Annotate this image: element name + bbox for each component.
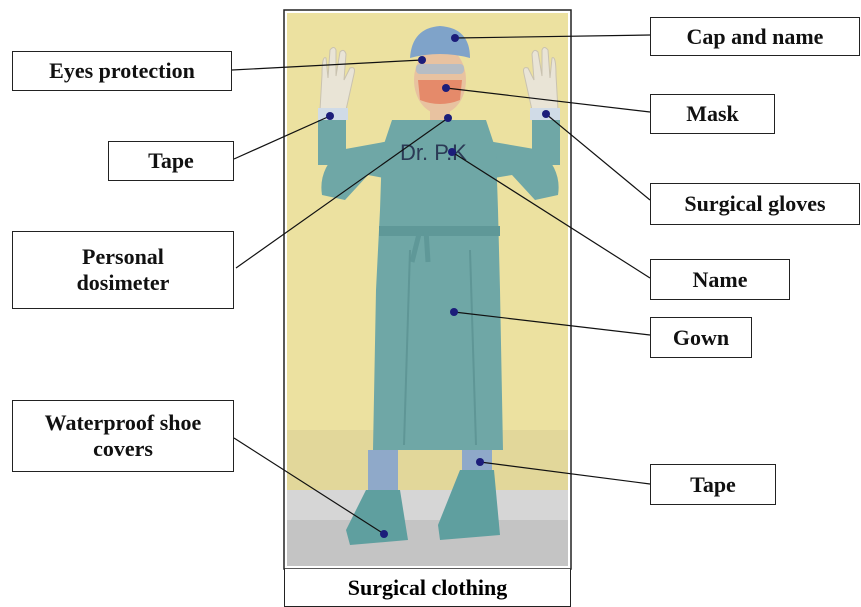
gown	[373, 120, 503, 450]
label-eyes-protection-text: Eyes protection	[49, 58, 195, 84]
label-gown: Gown	[650, 317, 752, 358]
marker-gown	[450, 308, 458, 316]
gown-belt	[379, 226, 500, 236]
label-tape-left-text: Tape	[148, 148, 194, 174]
gown-writing: Dr. P.K	[400, 140, 467, 165]
marker-cap-and-name	[451, 34, 459, 42]
marker-personal-dosimeter	[444, 114, 452, 122]
label-waterproof-shoe-covers: Waterproof shoe covers	[12, 400, 234, 472]
label-personal-dosimeter-text-1: Personal	[82, 244, 164, 270]
label-mask: Mask	[650, 94, 775, 134]
marker-mask	[442, 84, 450, 92]
label-name-text: Name	[693, 267, 748, 293]
label-cap-and-name-text: Cap and name	[687, 24, 824, 50]
mask	[418, 80, 462, 104]
marker-waterproof-shoe-covers	[380, 530, 388, 538]
label-personal-dosimeter: Personal dosimeter	[12, 231, 234, 309]
label-eyes-protection: Eyes protection	[12, 51, 232, 91]
figure-caption-text: Surgical clothing	[348, 575, 508, 601]
label-tape-right-text: Tape	[690, 472, 736, 498]
label-surgical-gloves: Surgical gloves	[650, 183, 860, 225]
label-cap-and-name: Cap and name	[650, 17, 860, 56]
floor-shadow	[287, 520, 568, 566]
label-gown-text: Gown	[673, 325, 729, 351]
marker-tape-right	[476, 458, 484, 466]
label-tape-right: Tape	[650, 464, 776, 505]
label-waterproof-shoe-covers-text-1: Waterproof shoe	[45, 410, 202, 436]
marker-name	[448, 148, 456, 156]
label-surgical-gloves-text: Surgical gloves	[684, 191, 825, 217]
label-name: Name	[650, 259, 790, 300]
label-tape-left: Tape	[108, 141, 234, 181]
label-waterproof-shoe-covers-text-2: covers	[93, 436, 153, 462]
marker-surgical-gloves	[542, 110, 550, 118]
marker-eyes-protection	[418, 56, 426, 64]
marker-tape-left	[326, 112, 334, 120]
label-personal-dosimeter-text-2: dosimeter	[77, 270, 170, 296]
label-mask-text: Mask	[686, 101, 739, 127]
figure-caption: Surgical clothing	[284, 569, 571, 607]
goggles	[416, 64, 464, 74]
